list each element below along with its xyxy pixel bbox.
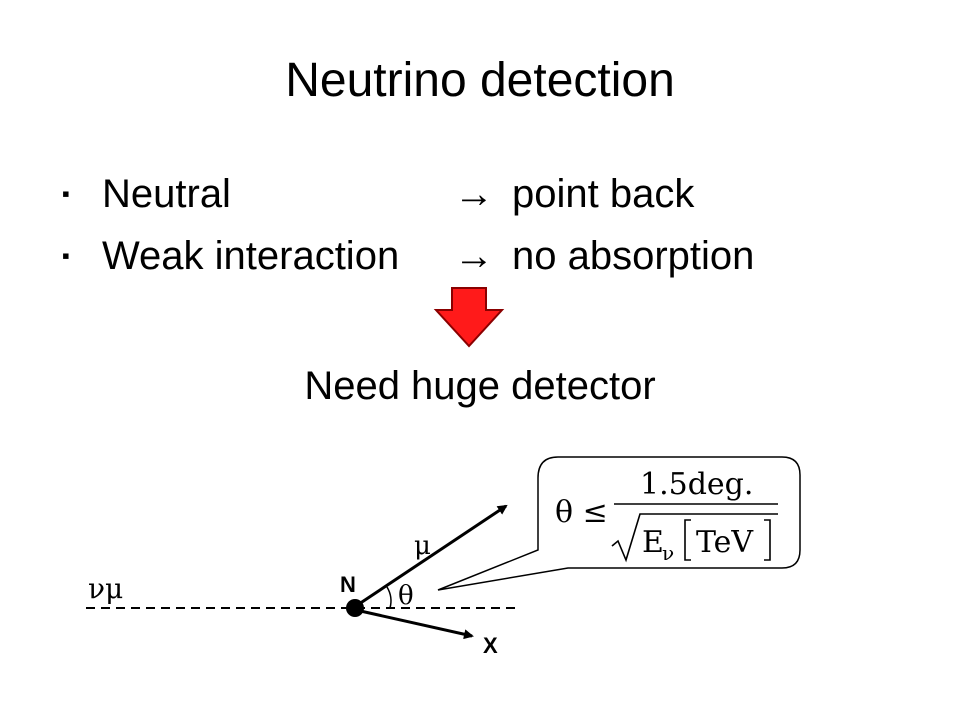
- hadron-track: [355, 608, 474, 640]
- hadron-label: X: [483, 633, 498, 658]
- nucleon-label: N: [340, 572, 356, 597]
- bullet-marker: ▪: [62, 181, 70, 206]
- right-arrow-icon: →: [454, 234, 494, 278]
- energy-unit: TeV: [696, 525, 754, 560]
- bullet-left-text: Weak interaction: [102, 234, 400, 278]
- slide-title: Neutrino detection: [285, 54, 675, 107]
- conclusion-text: Need huge detector: [304, 364, 656, 408]
- energy-symbol: E: [642, 525, 664, 560]
- energy-subscript: ν: [662, 541, 674, 565]
- theta-label: θ: [398, 581, 414, 611]
- formula-lhs: θ ≤: [555, 495, 608, 530]
- bullet-left-text: Neutral: [102, 172, 231, 216]
- angle-arc: [386, 586, 392, 609]
- muon-track: [355, 504, 508, 608]
- right-arrow-icon: →: [454, 172, 494, 216]
- bullet-marker: ▪: [62, 243, 70, 268]
- down-arrow-icon: [433, 287, 505, 348]
- interaction-vertex: [346, 599, 364, 617]
- bullet-right-text: no absorption: [512, 234, 755, 278]
- right-bracket: [764, 519, 771, 561]
- left-bracket: [684, 519, 691, 561]
- muon-label: μ: [414, 531, 431, 561]
- neutrino-label: νμ: [88, 572, 123, 605]
- formula-callout: [437, 456, 801, 591]
- formula-numerator: 1.5deg.: [640, 467, 753, 502]
- bullet-right-text: point back: [512, 172, 695, 216]
- sqrt-icon: [611, 513, 778, 563]
